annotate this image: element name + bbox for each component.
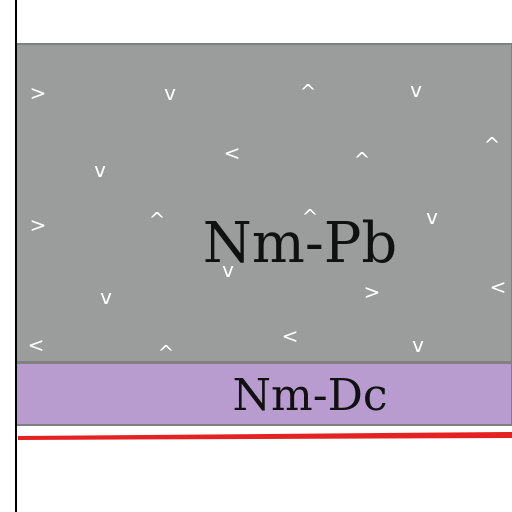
lithology-mark: ^: [484, 133, 501, 157]
upper-layer-nm-pb: [15, 43, 512, 363]
lithology-mark: v: [426, 205, 438, 229]
lithology-mark: v: [164, 81, 176, 105]
lithology-mark: <: [28, 333, 45, 357]
lithology-mark: ^: [354, 148, 371, 172]
lithology-mark: v: [94, 158, 106, 182]
lithology-marks: > v ^ v v < ^ ^ > ^ ^ v v v > < < ^ < v: [28, 78, 507, 365]
upper-layer-label: Nm-Pb: [203, 211, 398, 276]
lithology-mark: v: [100, 285, 112, 309]
lower-layer-label: Nm-Dc: [232, 370, 387, 421]
lithology-mark: ^: [300, 80, 317, 104]
lower-layer-nm-dc: [15, 362, 512, 426]
lithology-mark: ^: [158, 341, 175, 365]
lithology-mark: v: [222, 258, 234, 282]
lithology-mark: <: [490, 275, 507, 299]
lithology-mark: >: [30, 213, 47, 237]
base-boundary-line: [18, 432, 512, 440]
lithology-mark: v: [410, 78, 422, 102]
lithology-mark: ^: [302, 205, 319, 229]
lithology-mark: >: [364, 280, 381, 304]
lithology-mark: ^: [149, 208, 166, 232]
lithology-mark: <: [282, 324, 299, 348]
lithology-mark: <: [224, 141, 241, 165]
lithology-mark: v: [412, 333, 424, 357]
lithology-mark: >: [30, 81, 47, 105]
